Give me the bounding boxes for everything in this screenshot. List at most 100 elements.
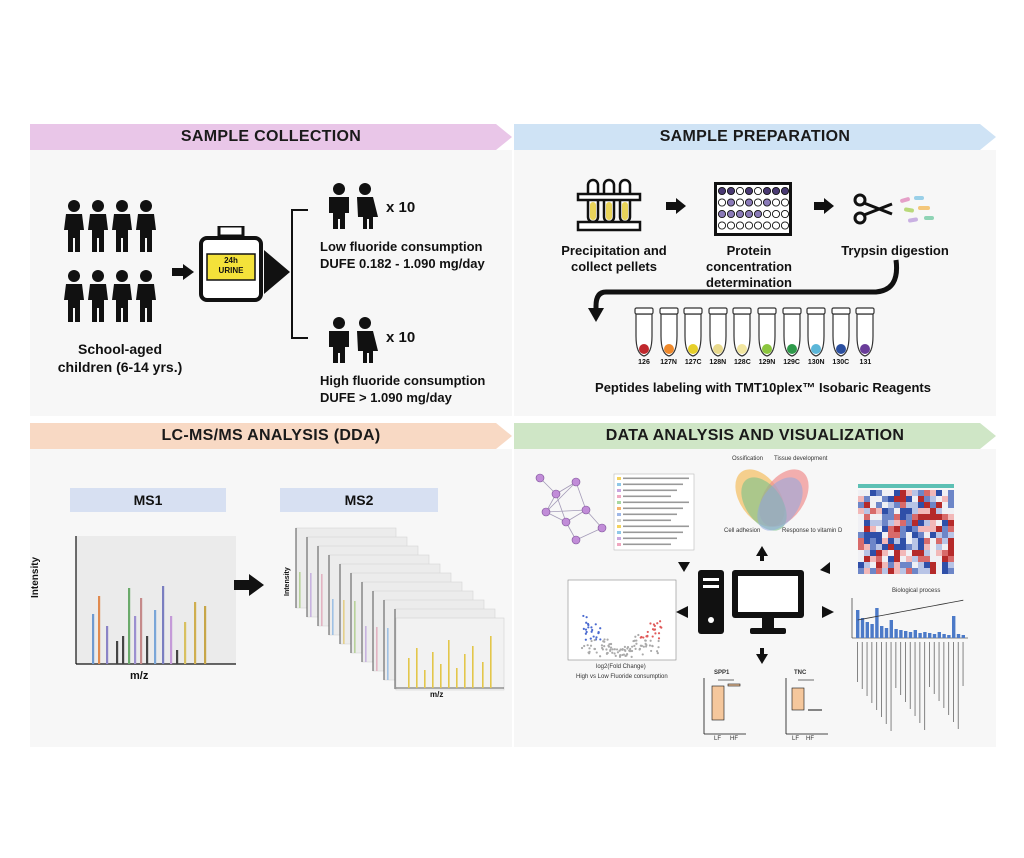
heatmap-cell	[936, 502, 942, 508]
volcano-point	[642, 636, 645, 639]
volcano-point	[645, 635, 648, 638]
bio-tick-label	[938, 642, 940, 701]
volcano-point	[583, 644, 586, 648]
step-trypsin: Trypsin digestion	[841, 243, 949, 258]
heatmap-cell	[894, 538, 900, 544]
volcano-point	[591, 628, 594, 632]
heatmap-cell	[912, 520, 918, 526]
volcano-point	[629, 647, 632, 651]
volcano-point	[657, 637, 661, 640]
tube-label: 131	[859, 359, 872, 366]
ms2-peak	[299, 572, 301, 608]
heatmap-cell	[870, 562, 876, 568]
plate-well	[726, 209, 736, 219]
urine-label-line2: URINE	[218, 266, 244, 275]
heatmap-cell	[870, 502, 876, 508]
bio-bar	[908, 632, 913, 638]
volcano-point	[588, 647, 591, 650]
ms2-y-axis-label: Intensity	[284, 567, 291, 596]
bio-bar	[961, 635, 965, 638]
heatmap-cell	[876, 556, 882, 562]
volcano-point	[608, 643, 611, 646]
heatmap-plot	[858, 484, 954, 574]
bio-bar	[923, 632, 927, 638]
plate-well	[762, 198, 772, 207]
heatmap-cell	[906, 520, 912, 526]
heatmap-cell	[894, 502, 900, 508]
ms1-spectrum	[75, 536, 236, 665]
heatmap-cell	[942, 532, 948, 538]
tmt-tube: 126	[632, 306, 656, 374]
bio-bar	[894, 629, 898, 638]
step-protein-concentration: Protein concentration determination	[706, 243, 792, 290]
plate-well	[717, 209, 727, 219]
heatmap-cell	[894, 496, 900, 502]
heatmap-cell	[876, 526, 882, 532]
urine-jar-icon	[199, 226, 263, 302]
volcano-point	[590, 639, 593, 643]
heatmap-cell	[930, 514, 936, 520]
ms2-peak	[343, 600, 345, 644]
tube-label: 127N	[660, 359, 677, 366]
plate-well	[753, 186, 763, 196]
ms1-peak	[146, 636, 149, 664]
tube-label: 128C	[734, 359, 751, 366]
tube-icon	[732, 307, 752, 357]
volcano-point	[584, 638, 587, 641]
plate-well	[744, 198, 754, 207]
heatmap-cell	[924, 490, 930, 496]
high-title: High fluoride consumption	[320, 373, 486, 388]
ms2-x-axis-label: m/z	[430, 690, 444, 699]
volcano-point	[586, 622, 590, 626]
curved-flow-arrow	[588, 259, 900, 322]
network-legend-text	[623, 537, 677, 540]
heatmap-cell	[930, 556, 936, 562]
heatmap-cell	[930, 532, 936, 538]
heatmap-cell	[888, 538, 894, 544]
heatmap-cell	[912, 490, 918, 496]
volcano-point	[631, 645, 634, 648]
heatmap-cell	[864, 514, 870, 520]
bio-tick-label	[909, 642, 911, 709]
venn-label-d: Response to vitamin D	[782, 528, 843, 534]
volcano-point	[630, 649, 634, 653]
heatmap-cell	[894, 568, 900, 574]
biological-process-title: Biological process	[892, 588, 941, 594]
heatmap-cell	[870, 532, 876, 538]
ppi-network-plot	[535, 473, 695, 551]
network-legend-text	[623, 483, 683, 486]
tube-icon	[658, 307, 679, 357]
heatmap-cell	[912, 568, 918, 574]
bio-bar	[865, 622, 869, 638]
right-arrow-icon	[234, 574, 264, 596]
volcano-point	[589, 644, 593, 647]
ms2-peak	[354, 601, 356, 653]
volcano-point	[653, 628, 657, 631]
ms2-peak	[310, 573, 312, 617]
bar-chart-tnc-title: TNC	[794, 670, 807, 676]
ms1-peak	[176, 650, 179, 664]
tube-label: 126	[638, 359, 650, 366]
plate-well	[753, 198, 763, 207]
heatmap-cell	[942, 508, 948, 514]
heatmap-cell	[864, 538, 870, 544]
volcano-point	[622, 653, 626, 656]
volcano-point	[611, 648, 614, 651]
plate-well	[726, 198, 736, 207]
heatmap-cell	[948, 496, 954, 502]
bio-tick-label	[885, 642, 887, 724]
tube-icon	[855, 307, 875, 357]
volcano-point	[590, 630, 593, 633]
volcano-point	[625, 654, 628, 657]
heatmap-cell	[894, 520, 900, 526]
volcano-point	[651, 644, 654, 647]
heatmap-cell	[942, 496, 948, 502]
ms2-peak	[432, 652, 434, 688]
network-legend-swatch	[617, 489, 621, 492]
venn-diagram	[735, 469, 809, 531]
heatmap-cell	[888, 502, 894, 508]
heatmap-cell	[876, 568, 882, 574]
heatmap-cell	[864, 550, 870, 556]
heatmap-cell	[930, 562, 936, 568]
volcano-point	[618, 655, 622, 658]
